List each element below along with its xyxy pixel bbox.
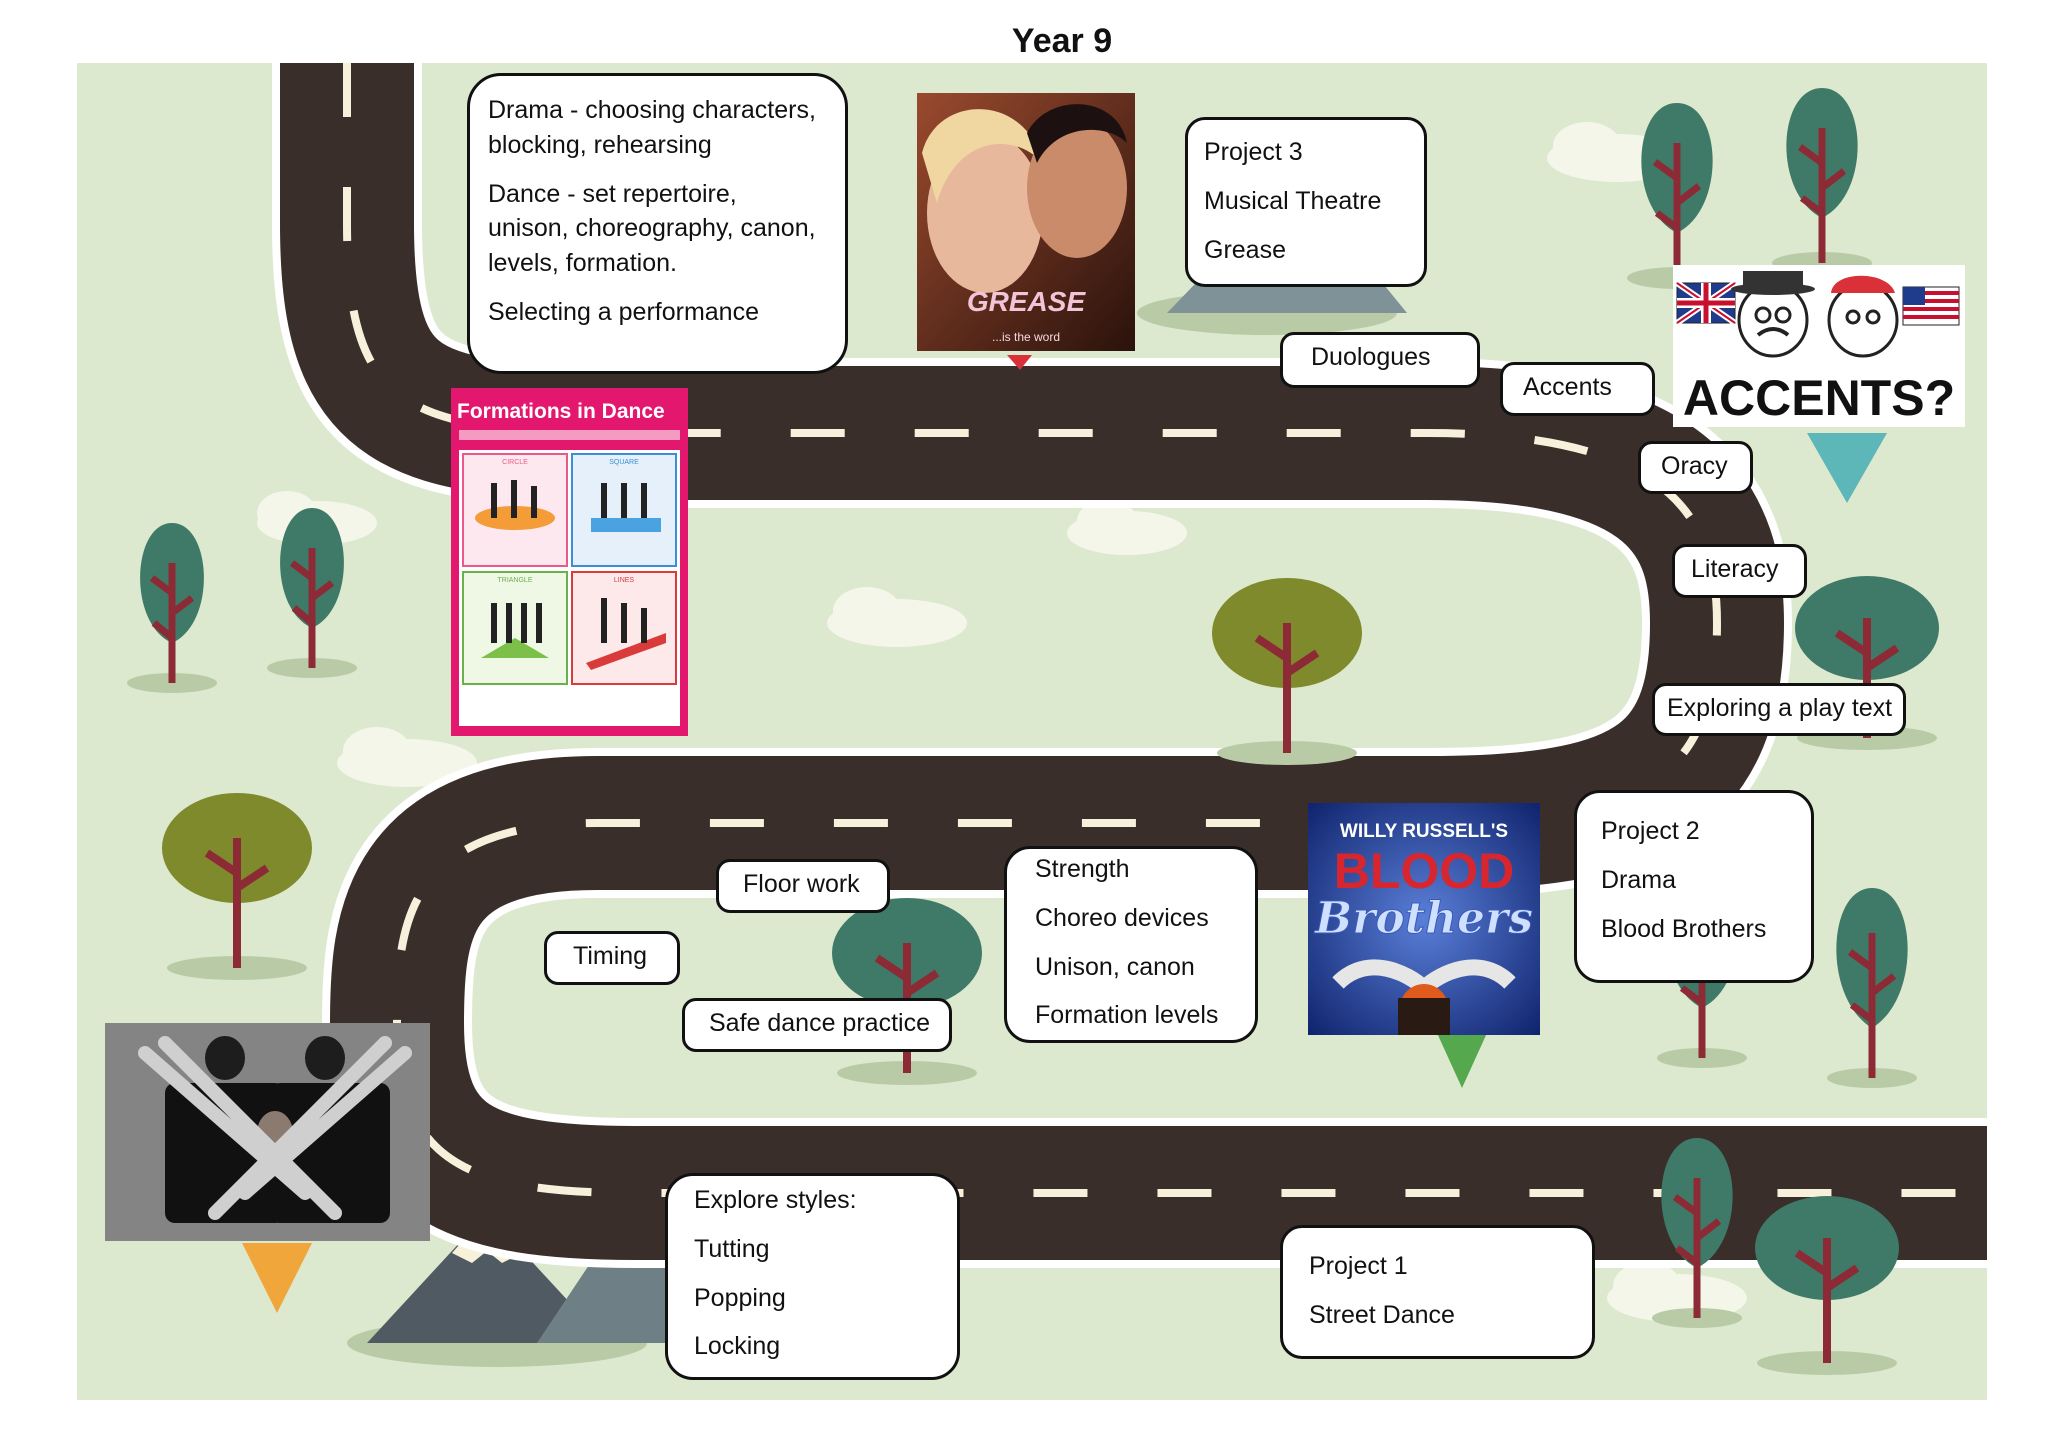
floor-work-label: Floor work [716,859,890,913]
exploring-play-text-label: Exploring a play text [1652,683,1906,736]
project1-box: Project 1 Street Dance [1280,1225,1595,1359]
drama-dance-box: Drama - choosing characters, blocking, r… [467,73,848,374]
tree [1212,578,1362,765]
formations-in-dance-poster: Formations in Dance CIRCLE SQUARE TRIANG… [451,388,688,736]
project1-line: Project 1 [1309,1252,1408,1280]
explore-styles-line: Tutting [694,1234,770,1263]
project2-box: Project 2 Drama Blood Brothers [1574,790,1814,983]
blood-brothers-line3: Brothers [1313,893,1533,944]
tree [1755,1196,1899,1375]
duologues-label: Duologues [1280,332,1480,388]
strength-line: Unison, canon [1035,952,1195,981]
drama-dance-line: blocking, rehearsing [488,130,712,159]
project2-line: Project 2 [1601,817,1700,845]
drama-dance-line: Selecting a performance [488,297,759,326]
panel-lines: LINES [614,577,635,584]
panel-circle: CIRCLE [502,459,528,466]
strength-line: Strength [1035,855,1130,883]
map-pin [1807,433,1887,503]
project3-line: Musical Theatre [1204,186,1382,215]
uk-flag-icon [1675,280,1737,326]
tree [1772,88,1872,274]
blood-brothers-line2: BLOOD [1334,843,1515,899]
literacy-label: Literacy [1672,544,1807,598]
project3-line: Grease [1204,235,1286,264]
grease-title: GREASE [967,286,1087,317]
strength-line: Formation levels [1035,1001,1219,1030]
drama-dance-line: Dance - set repertoire, [488,179,737,208]
panel-square: SQUARE [609,459,639,466]
tree [1652,1138,1742,1328]
grease-poster-image: GREASE ...is the word [917,93,1135,351]
project3-box: Project 3 Musical Theatre Grease [1185,117,1427,287]
explore-styles-line: Popping [694,1283,786,1312]
explore-styles-box: Explore styles: Tutting Popping Locking [665,1173,960,1380]
drama-dance-line: unison, choreography, canon, [488,214,816,243]
project2-line: Drama [1601,865,1677,894]
timing-label: Timing [544,931,680,985]
map-pin [1437,1033,1487,1088]
explore-styles-line: Explore styles: [694,1186,857,1214]
tree [832,898,982,1085]
project3-line: Project 3 [1204,138,1303,166]
strength-box: Strength Choreo devices Unison, canon Fo… [1004,846,1258,1043]
street-dance-photo [105,1023,430,1241]
tree [1827,888,1917,1088]
safe-dance-practice-label: Safe dance practice [682,998,952,1052]
strength-line: Choreo devices [1035,903,1209,932]
blood-brothers-poster: WILLY RUSSELL'S BLOOD Brothers [1308,803,1540,1035]
accents-title: ACCENTS? [1683,370,1955,426]
map-pin [1007,355,1032,370]
drama-dance-line: levels, formation. [488,249,677,277]
accents-cartoon-image: ACCENTS? [1673,265,1965,427]
blood-brothers-line1: WILLY RUSSELL'S [1340,821,1508,842]
us-flag-icon [1902,286,1960,326]
drama-dance-line: Drama - choosing characters, [488,96,816,124]
tree [162,793,312,980]
panel-triangle: TRIANGLE [497,577,532,584]
oracy-label: Oracy [1638,441,1753,494]
project2-line: Blood Brothers [1601,914,1767,943]
formations-title: Formations in Dance [457,400,665,423]
explore-styles-line: Locking [694,1332,781,1361]
accents-label: Accents [1500,362,1655,416]
tree [127,523,217,693]
project1-line: Street Dance [1309,1300,1455,1329]
page-title: Year 9 [1011,22,1113,60]
map-pin [242,1243,312,1313]
tree [267,508,357,678]
grease-tagline: ...is the word [992,330,1060,344]
